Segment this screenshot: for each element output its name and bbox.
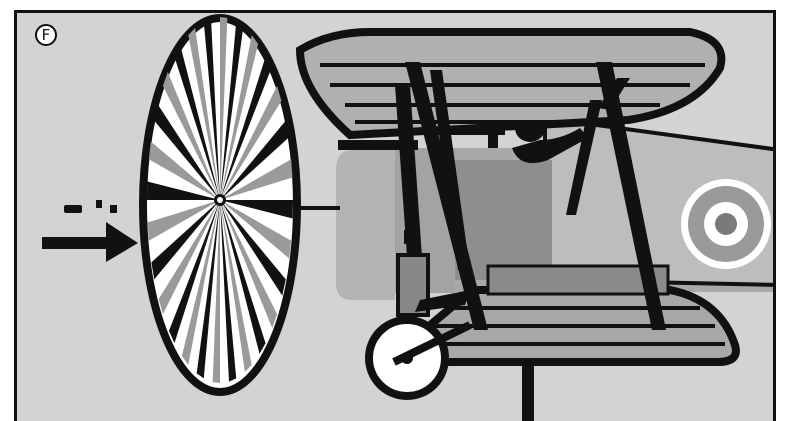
propeller-disc [143, 17, 297, 392]
airflow-arrow [42, 200, 138, 262]
engine-cowling [336, 150, 395, 300]
step-label: F [42, 28, 51, 43]
step-label-badge: F [35, 24, 57, 46]
upper-wing [300, 32, 721, 135]
roundel [681, 179, 771, 269]
